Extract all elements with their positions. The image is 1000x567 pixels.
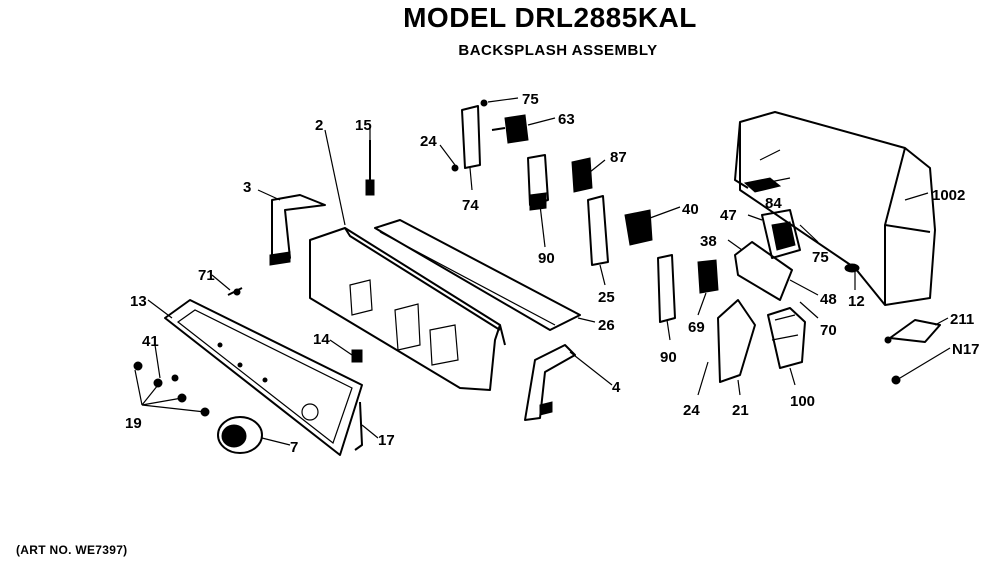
callout-47: 47 <box>720 207 737 224</box>
callout-12: 12 <box>848 293 865 310</box>
callout-38: 38 <box>700 233 717 250</box>
callout-75b: 75 <box>812 249 829 266</box>
callout-75a: 75 <box>522 91 539 108</box>
part-control-housing <box>309 227 506 391</box>
part-end-bracket-right <box>524 344 576 421</box>
part-relay-100 <box>767 307 806 369</box>
part-bracket-25 <box>587 195 609 266</box>
callout-74: 74 <box>462 197 479 214</box>
part-switch-40 <box>624 209 653 246</box>
callout-13: 13 <box>130 293 147 310</box>
callout-84: 84 <box>765 195 782 212</box>
callout-3: 3 <box>243 179 251 196</box>
callout-labels: 75 63 24 74 2 15 3 87 90 25 40 1002 84 4… <box>125 91 980 456</box>
leader-lines <box>134 97 951 446</box>
callout-2: 2 <box>315 117 323 134</box>
part-bracket-strip <box>374 219 581 331</box>
part-nut-14 <box>351 349 363 363</box>
part-timer-38 <box>734 241 793 301</box>
part-screw-15 <box>365 140 375 196</box>
callout-63: 63 <box>558 111 575 128</box>
callout-17: 17 <box>378 432 395 449</box>
callout-40: 40 <box>682 201 699 218</box>
part-switch-69 <box>697 259 719 294</box>
part-bracket-90a <box>527 154 549 211</box>
assembly-subtitle: BACKSPLASH ASSEMBLY <box>458 42 658 59</box>
callout-21: 21 <box>732 402 749 419</box>
part-end-bracket-left <box>269 194 326 266</box>
part-switch-84 <box>761 209 801 259</box>
part-screw-71 <box>227 287 243 296</box>
art-number: (ART NO. WE7397) <box>16 543 128 557</box>
callout-48: 48 <box>820 291 837 308</box>
model-title: MODEL DRL2885KAL <box>403 2 697 33</box>
callout-25: 25 <box>598 289 615 306</box>
callout-90a: 90 <box>538 250 555 267</box>
part-switch-63 <box>491 114 529 144</box>
callout-26: 26 <box>598 317 615 334</box>
callout-90b: 90 <box>660 349 677 366</box>
part-bracket-90b <box>657 254 676 323</box>
callout-70: 70 <box>820 322 837 339</box>
callout-69: 69 <box>688 319 705 336</box>
part-bracket-74 <box>451 99 488 172</box>
callout-n17: N17 <box>952 341 980 358</box>
callout-19: 19 <box>125 415 142 432</box>
callout-14: 14 <box>313 331 330 348</box>
callout-211: 211 <box>950 311 974 328</box>
part-board-21 <box>717 299 756 383</box>
callout-87: 87 <box>610 149 627 166</box>
callout-100: 100 <box>790 393 815 410</box>
callout-4: 4 <box>612 379 621 396</box>
callout-24a: 24 <box>420 133 437 150</box>
part-control-panel <box>164 299 363 456</box>
part-buttons-19-41 <box>133 361 210 417</box>
part-screw-n17 <box>891 375 901 385</box>
part-backsplash-cover <box>734 111 936 306</box>
part-cap-211 <box>884 319 941 344</box>
callout-41: 41 <box>142 333 159 350</box>
callout-71: 71 <box>198 267 215 284</box>
part-knob-7 <box>217 416 263 454</box>
part-switch-87 <box>571 157 593 193</box>
part-clip-17 <box>354 401 363 451</box>
callout-1002: 1002 <box>932 187 965 204</box>
callout-7: 7 <box>290 439 298 456</box>
callout-15: 15 <box>355 117 372 134</box>
part-clip-12 <box>844 263 860 273</box>
callout-24b: 24 <box>683 402 700 419</box>
